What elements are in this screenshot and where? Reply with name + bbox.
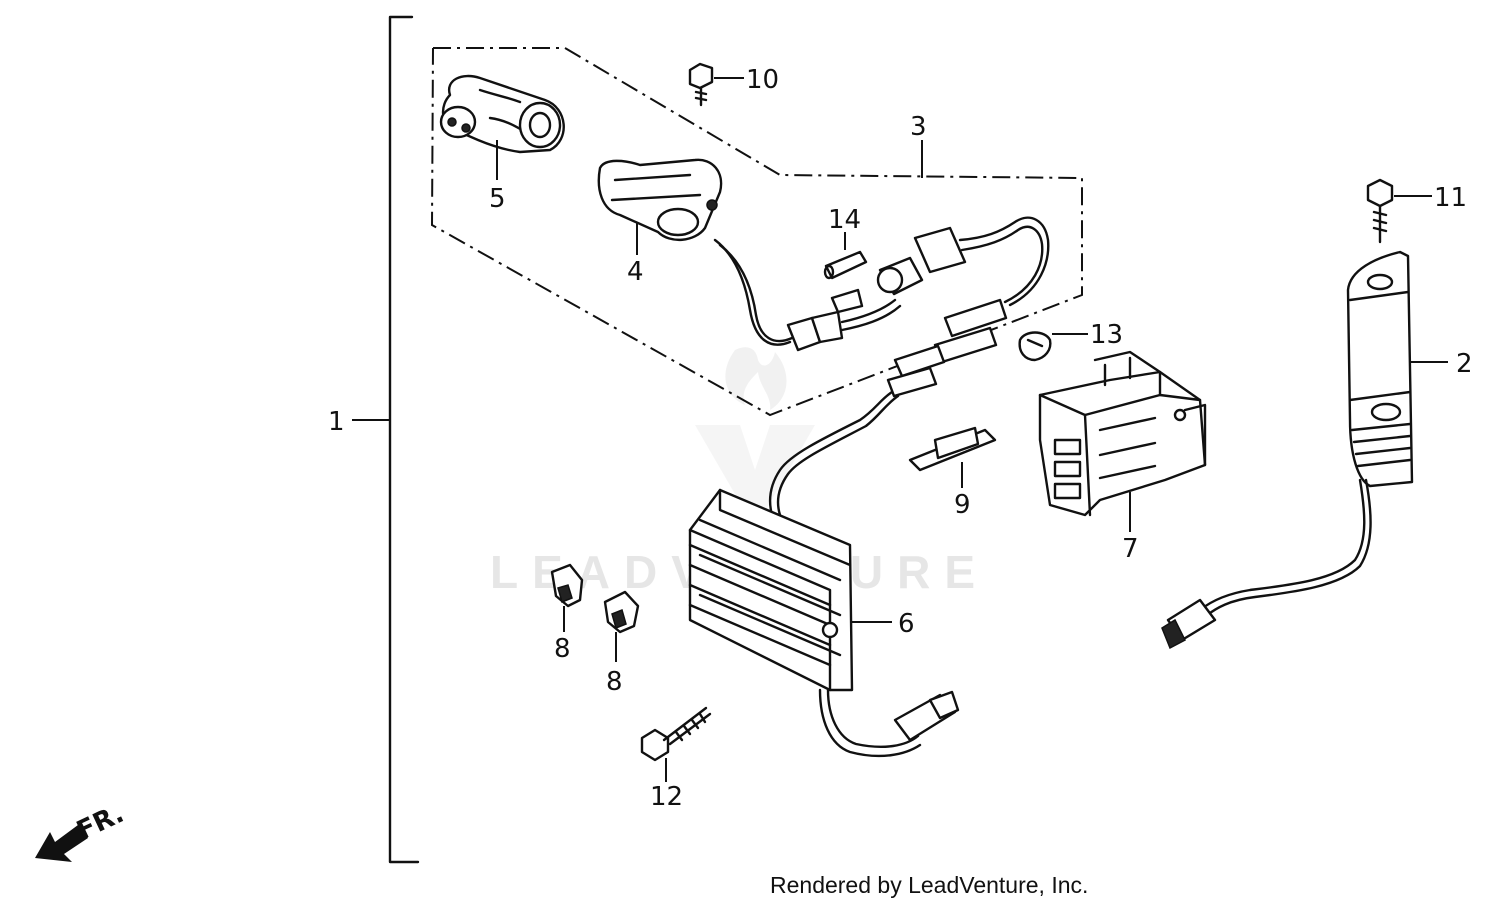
callout-3: 3: [910, 112, 927, 142]
part-4-fuse-holder: [597, 158, 723, 241]
part-9-fuse: [908, 426, 997, 472]
part-10-bolt: [688, 62, 714, 107]
part-5-connector-cap: [439, 74, 565, 154]
callout-12: 13: [1090, 320, 1123, 350]
wiring-harness: [713, 216, 1050, 517]
callout-10: 10: [746, 65, 779, 95]
part-14-fuse: [823, 250, 868, 280]
credit-text: Rendered by LeadVenture, Inc.: [770, 872, 1088, 898]
callout-5: 5: [489, 184, 506, 214]
callout-6: 6: [898, 609, 915, 639]
part-13-bolt: [640, 706, 712, 762]
callout-9: 9: [954, 490, 971, 520]
part-12-clip: [1018, 331, 1052, 362]
callout-4: 4: [627, 257, 644, 287]
callout-2: 2: [1456, 349, 1473, 379]
callout-7: 7: [1122, 534, 1139, 564]
part-6-regulator: [688, 488, 960, 758]
callout-14: 14: [828, 205, 861, 235]
part-7-fuse-box: [1038, 350, 1207, 517]
watermark-logo: [695, 347, 815, 520]
callout-8a: 8: [554, 634, 571, 664]
part-11-bolt: [1366, 178, 1394, 244]
part-8-clip-b: [603, 590, 640, 634]
callout-8b: 8: [606, 667, 623, 697]
callout-11: 11: [1434, 183, 1467, 213]
callout-13: 12: [650, 782, 683, 812]
subassembly-outline: [430, 47, 1083, 417]
front-direction-arrow: [35, 825, 88, 862]
direction-label: FR.: [72, 799, 128, 847]
callout-1: 1: [328, 407, 345, 437]
assembly-bracket: [352, 15, 420, 864]
part-8-clip-a: [550, 563, 584, 608]
part-2-module: [1161, 250, 1414, 650]
